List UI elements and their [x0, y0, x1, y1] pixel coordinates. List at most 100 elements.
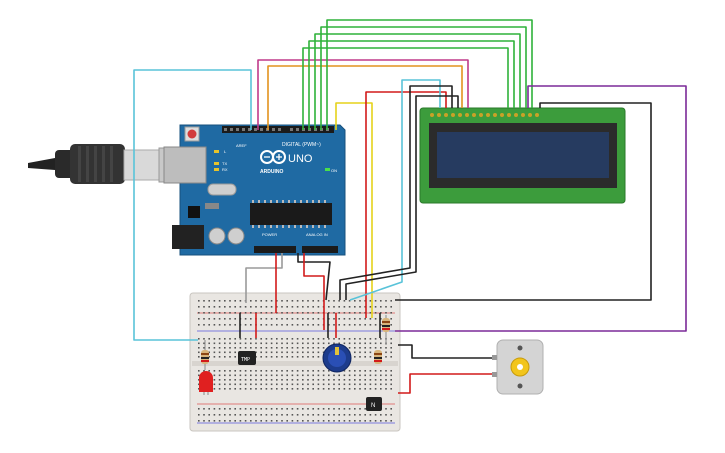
- breadboard-hole: [317, 351, 320, 354]
- breadboard-hole: [359, 370, 361, 372]
- breadboard-hole: [307, 338, 309, 340]
- wire-orange[interactable]: [267, 65, 463, 130]
- breadboard-hole: [343, 408, 346, 410]
- breadboard-hole: [208, 408, 210, 410]
- breadboard-hole: [255, 351, 257, 354]
- wire-red-pot[interactable]: [303, 253, 325, 330]
- breadboard-hole: [265, 408, 268, 410]
- breadboard-hole: [250, 312, 252, 314]
- wire-purple[interactable]: [395, 85, 687, 332]
- breadboard-hole: [359, 347, 361, 349]
- breadboard-hole: [322, 370, 325, 372]
- dc-motor-icon[interactable]: [492, 339, 544, 395]
- breadboard-hole: [296, 356, 299, 358]
- arduino-uno-board[interactable]: AREF DIGITAL (PWM~) UNO ARDUINO L TX RX …: [163, 124, 346, 256]
- wire-gray[interactable]: [245, 253, 283, 303]
- breadboard-hole: [198, 374, 200, 377]
- wire-red-lcd[interactable]: [365, 91, 447, 318]
- breadboard-hole: [265, 318, 268, 320]
- breadboard-hole: [302, 383, 304, 386]
- wire-yellow[interactable]: [335, 102, 373, 318]
- wire-black-lcd-2[interactable]: [345, 95, 459, 300]
- breadboard-hole: [296, 420, 299, 422]
- breadboard-hole: [354, 374, 356, 377]
- wire-green-3[interactable]: [314, 33, 521, 130]
- breadboard-hole: [286, 356, 288, 358]
- wire-green-2[interactable]: [308, 40, 515, 130]
- breadboard-hole: [198, 312, 200, 314]
- transistor-label: N: [371, 403, 375, 409]
- wire-black-gnd[interactable]: [297, 253, 331, 301]
- breadboard-hole: [296, 318, 299, 320]
- breadboard-hole: [338, 338, 340, 340]
- wire-cyan-a[interactable]: [133, 69, 252, 341]
- breadboard-hole: [317, 383, 320, 386]
- diode[interactable]: [372, 350, 382, 368]
- wire-green-4[interactable]: [320, 26, 527, 130]
- breadboard-hole: [234, 324, 236, 326]
- resistor-base[interactable]: [374, 350, 382, 364]
- breadboard-hole: [281, 414, 283, 416]
- lcd-screen: [437, 132, 609, 178]
- breadboard-hole: [276, 383, 278, 386]
- breadboard-hole: [224, 347, 226, 349]
- breadboard-hole: [265, 351, 268, 354]
- breadboard-hole: [385, 374, 387, 377]
- resistor-right[interactable]: [382, 315, 390, 345]
- breadboard-hole: [276, 379, 278, 381]
- breadboard-hole: [198, 351, 200, 354]
- lcd-16x2-display[interactable]: [419, 107, 626, 204]
- breadboard-hole: [286, 374, 288, 377]
- wire-magenta[interactable]: [257, 59, 469, 130]
- temperature-sensor[interactable]: TMP: [238, 351, 256, 365]
- breadboard-hole: [270, 300, 273, 302]
- breadboard-hole: [203, 306, 205, 308]
- breadboard-hole: [369, 324, 372, 326]
- transistor[interactable]: N: [366, 397, 382, 411]
- wire-black-lcd-3[interactable]: [395, 102, 652, 301]
- breadboard-hole: [265, 342, 268, 345]
- wire-green-5[interactable]: [326, 19, 533, 130]
- breadboard[interactable]: [189, 292, 401, 432]
- breadboard-hole: [244, 338, 247, 340]
- breadboard-hole: [364, 408, 366, 410]
- analog-header-label: ANALOG IN: [306, 232, 328, 237]
- breadboard-hole: [281, 312, 283, 314]
- breadboard-hole: [317, 338, 320, 340]
- wire-red-motor[interactable]: [398, 373, 498, 394]
- breadboard-hole: [317, 300, 320, 302]
- breadboard-hole: [328, 408, 330, 410]
- breadboard-hole: [255, 370, 257, 372]
- breadboard-hole: [380, 388, 382, 390]
- breadboard-hole: [213, 408, 216, 410]
- breadboard-hole: [281, 388, 283, 390]
- wire-green-1[interactable]: [302, 47, 509, 130]
- breadboard-hole: [244, 420, 247, 422]
- breadboard-hole: [296, 300, 299, 302]
- reset-button-icon[interactable]: [184, 126, 200, 142]
- resistor-led[interactable]: [201, 340, 209, 370]
- breadboard-hole: [348, 408, 351, 410]
- breadboard-hole: [390, 379, 392, 381]
- breadboard-hole: [281, 306, 283, 308]
- breadboard-hole: [265, 414, 268, 416]
- usb-cable-icon[interactable]: [28, 144, 182, 184]
- breadboard-hole: [218, 306, 221, 308]
- breadboard-hole: [374, 370, 377, 372]
- breadboard-hole: [229, 324, 231, 326]
- breadboard-hole: [244, 318, 247, 320]
- breadboard-hole: [390, 342, 392, 345]
- breadboard-hole: [234, 388, 236, 390]
- wire-cyan-lcd[interactable]: [349, 79, 441, 301]
- breadboard-hole: [343, 370, 346, 372]
- breadboard-hole: [354, 414, 356, 416]
- led-icon[interactable]: [199, 371, 213, 395]
- breadboard-hole: [281, 338, 283, 340]
- breadboard-hole: [229, 318, 231, 320]
- wire-black-lcd-1[interactable]: [339, 85, 453, 300]
- wire-black-motor[interactable]: [398, 344, 498, 359]
- potentiometer-icon[interactable]: [322, 343, 352, 373]
- breadboard-hole: [364, 379, 366, 381]
- breadboard-hole: [234, 347, 236, 349]
- breadboard-hole: [270, 347, 273, 349]
